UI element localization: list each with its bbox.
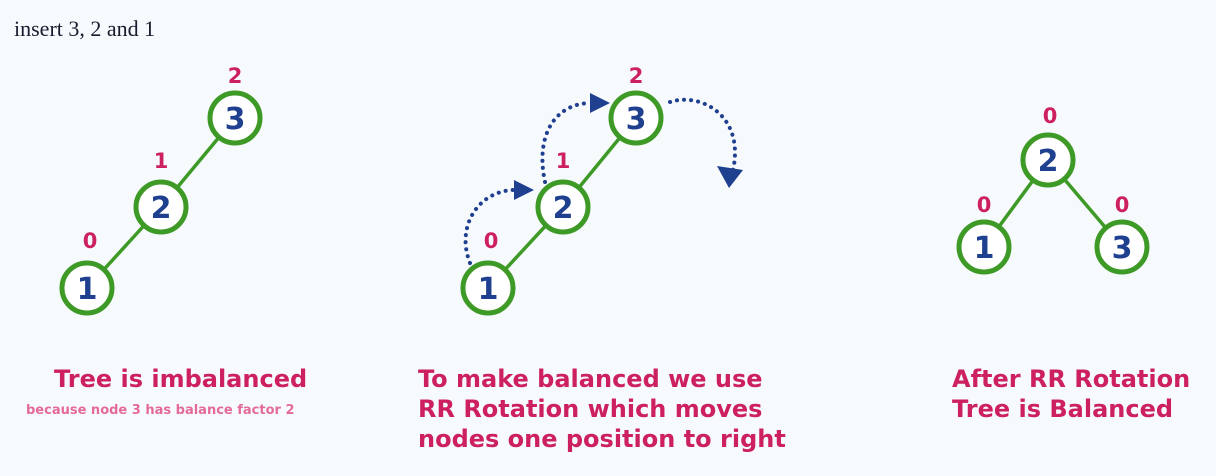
subcaption-imbalanced: because node 3 has balance factor 2 <box>26 403 295 418</box>
tree-node: 1 <box>59 260 115 316</box>
caption-line: RR Rotation which moves <box>418 395 763 423</box>
tree-node: 3 <box>1094 219 1150 275</box>
node-circle <box>460 260 516 316</box>
node-circle <box>1020 132 1076 188</box>
tree-node: 1 <box>956 219 1012 275</box>
rotation-arrow-2-to-3 <box>540 101 592 184</box>
node-key: 1 <box>974 231 995 266</box>
node-circle <box>535 179 591 235</box>
balance-factor: 1 <box>154 149 169 173</box>
caption-rotation: To make balanced we use RR Rotation whic… <box>418 364 786 454</box>
node-key: 2 <box>1038 144 1059 179</box>
node-key: 1 <box>77 272 98 307</box>
balance-factor: 0 <box>1115 193 1130 217</box>
caption-line: Tree is Balanced <box>952 395 1174 423</box>
node-key: 3 <box>626 102 647 137</box>
node-key: 3 <box>1112 231 1133 266</box>
panel-imbalanced-tree: 3 2 1 2 1 0 <box>59 64 263 316</box>
node-circle <box>207 90 263 146</box>
arrowhead-icon <box>514 180 534 200</box>
balance-factor: 0 <box>977 193 992 217</box>
tree-node: 2 <box>1020 132 1076 188</box>
caption-line: To make balanced we use <box>418 365 763 393</box>
balance-factor: 2 <box>228 64 243 88</box>
caption-balanced: After RR Rotation Tree is Balanced <box>952 364 1190 424</box>
arrowhead-icon <box>590 93 610 113</box>
node-key: 2 <box>553 191 574 226</box>
node-circle <box>608 90 664 146</box>
caption-line: After RR Rotation <box>952 365 1191 393</box>
node-key: 3 <box>225 102 246 137</box>
diagram-title: insert 3, 2 and 1 <box>14 16 156 41</box>
balance-factor: 0 <box>1043 104 1058 128</box>
node-key: 1 <box>478 272 499 307</box>
caption-imbalanced: Tree is imbalanced <box>54 364 307 394</box>
balance-factor: 0 <box>484 229 499 253</box>
tree-node: 2 <box>133 179 189 235</box>
balance-factor: 1 <box>556 149 571 173</box>
tree-node: 1 <box>460 260 516 316</box>
caption-line: nodes one position to right <box>418 425 786 453</box>
node-circle <box>956 219 1012 275</box>
tree-node: 2 <box>535 179 591 235</box>
balance-factor: 2 <box>629 64 644 88</box>
tree-node: 3 <box>608 90 664 146</box>
tree-node: 3 <box>207 90 263 146</box>
rotation-arrow-3-to-right <box>668 97 737 172</box>
rotation-arrow-1-to-2 <box>463 188 517 265</box>
caption-line: Tree is imbalanced <box>54 365 308 393</box>
node-circle <box>1094 219 1150 275</box>
panel-balanced-tree: 2 1 3 0 0 0 <box>956 104 1150 275</box>
node-circle <box>133 179 189 235</box>
node-key: 2 <box>151 191 172 226</box>
arrowhead-icon <box>717 166 743 188</box>
balance-factor: 0 <box>83 229 98 253</box>
panel-rotation-tree: 3 2 1 2 1 0 <box>460 64 743 316</box>
node-circle <box>59 260 115 316</box>
